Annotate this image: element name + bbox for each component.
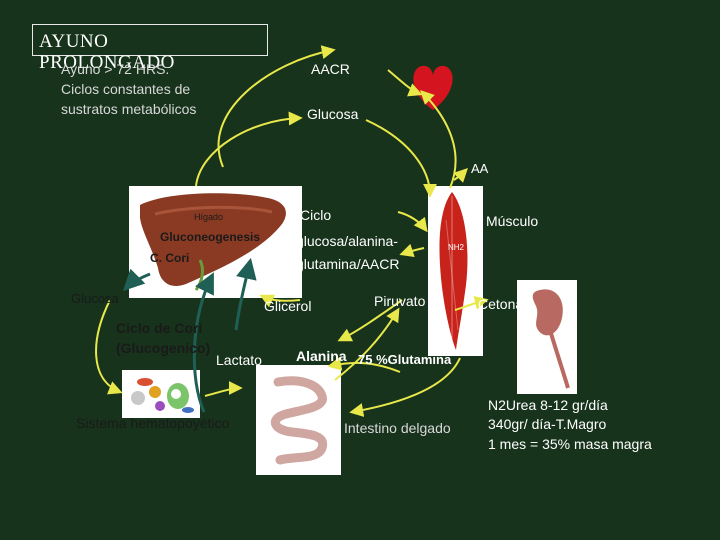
label-ciclo-line-1: Ciclo (300, 207, 331, 223)
label-lactato: Lactato (216, 352, 262, 368)
label-musculo: Músculo (486, 213, 538, 229)
label-c-cori: C. Cori (150, 251, 189, 265)
label-nh2: NH2 (448, 243, 464, 252)
arrow-liver-to-glucosa (196, 118, 300, 186)
label-glutamina: 75 %Glutamina (358, 352, 451, 367)
arrow-ciclo-to-muscle (398, 212, 426, 230)
arrow-muscle-to-heart (422, 92, 456, 188)
blood-cells-icon (131, 378, 194, 413)
label-glucosa-top: Glucosa (307, 106, 358, 122)
label-aacr: AACR (311, 61, 350, 77)
label-alanina: Alanina (296, 348, 347, 364)
label-higado: Hígado (194, 212, 223, 222)
label-gluconeogenesis: Gluconeogenesis (160, 230, 260, 244)
label-piruvato: Piruvato (374, 293, 425, 309)
label-glucosa-left: Glucosa (71, 291, 119, 306)
arrow-liver-to-glucosa-left (126, 274, 150, 288)
label-ciclo-cori-line-2: (Glucogenico) (116, 340, 210, 356)
kidney-icon (533, 289, 568, 388)
intestine-icon (275, 381, 322, 460)
arrow-muscle-to-aa (454, 170, 466, 180)
urea-note-line-2: 340gr/ día-T.Magro (488, 416, 606, 432)
urea-note-line-3: 1 mes = 35% masa magra (488, 436, 652, 452)
label-sistema: Sistema hematopoyético (76, 415, 229, 431)
urea-note-line-1: N2Urea 8-12 gr/día (488, 397, 608, 413)
label-glicerol: Glicerol (264, 298, 311, 314)
label-cetonas: Cetonas (478, 296, 530, 312)
label-ciclo-cori-line-1: Ciclo de Cori (116, 320, 202, 336)
arrow-cori-to-liver (236, 262, 250, 330)
label-ciclo-line-3: glutamina/AACR (296, 256, 400, 272)
muscle-icon (440, 192, 468, 350)
label-intestino: Intestino delgado (344, 420, 451, 436)
label-aa: AA (471, 161, 488, 176)
arrow-blood-to-lactato (205, 388, 240, 396)
label-ciclo-line-2: glucosa/alanina- (296, 233, 398, 249)
arrow-muscle-to-ciclo (402, 248, 424, 254)
arrow-glucosa-to-muscle (366, 120, 430, 195)
arrow-alanina-to-piruvato (335, 310, 398, 380)
